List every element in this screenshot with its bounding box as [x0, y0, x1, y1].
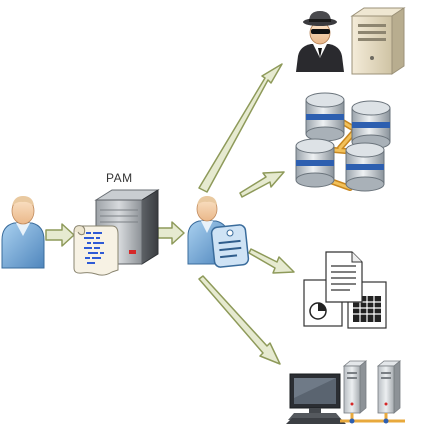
policy-scroll-icon [73, 225, 119, 276]
workstations-icon [286, 360, 405, 424]
database-icon-1 [305, 92, 345, 142]
documents-icon [303, 251, 387, 329]
database-icon-3 [295, 138, 335, 188]
admin-agent-icon [296, 11, 344, 72]
text-document-icon [325, 251, 363, 303]
monitor-icon [288, 373, 342, 420]
privileged-user-icon [187, 196, 250, 268]
database-cluster-icon [295, 92, 391, 192]
arrow-to-documents [248, 248, 295, 274]
pam-server-label: PAM [106, 171, 133, 185]
arrow-user-to-server [45, 223, 75, 247]
id-badge-icon [210, 224, 250, 268]
end-user-icon [1, 196, 45, 269]
arrow-to-privileged-server [198, 63, 283, 193]
arrow-to-workstations [198, 275, 281, 365]
arrow-server-to-pam-user [157, 221, 185, 245]
database-icon-4 [345, 142, 385, 192]
pam-server-icon [94, 189, 160, 265]
tower-server-icon-2 [376, 360, 402, 414]
keyboard-icon [286, 418, 346, 424]
privileged-server-icon [350, 7, 406, 75]
database-icon-2 [351, 100, 391, 150]
network-cable-icon [340, 413, 405, 424]
arrow-to-databases [239, 171, 285, 198]
tower-server-icon-1 [342, 360, 368, 414]
